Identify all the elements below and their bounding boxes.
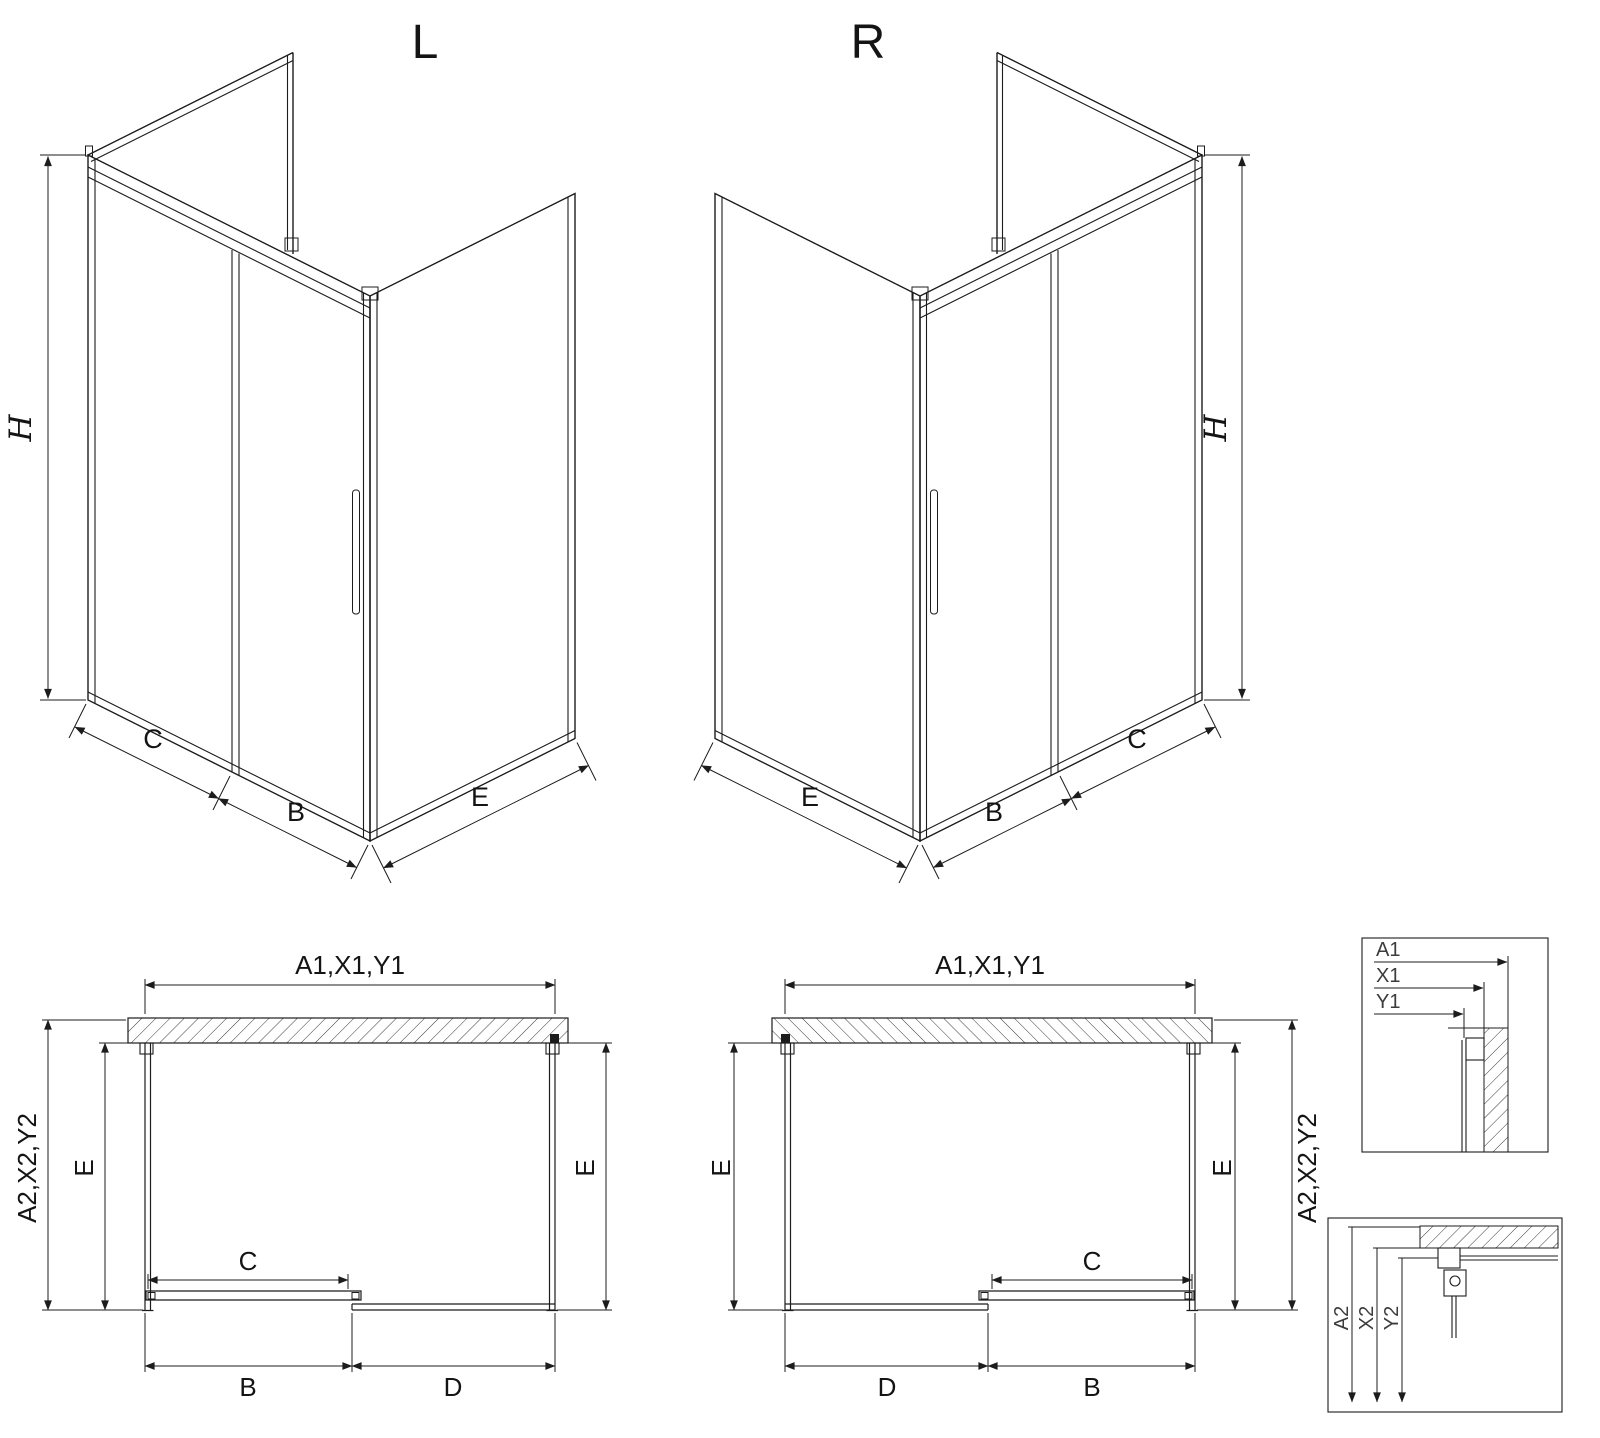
plan-right-e-right-label: E bbox=[1207, 1159, 1237, 1176]
plan-left-width-label: A1,X1,Y1 bbox=[295, 950, 405, 980]
detail-view-depth: A2 X2 Y2 bbox=[1327, 1217, 1563, 1413]
plan-left-e-left-label: E bbox=[69, 1159, 99, 1176]
plan-right-c-label: C bbox=[1083, 1246, 1102, 1276]
plan-view-right: A1,X1,Y1 A2,X2,Y2 E E C B D bbox=[706, 950, 1322, 1402]
variant-label-right: R bbox=[851, 16, 886, 69]
plan-right-e-left-label: E bbox=[706, 1159, 736, 1176]
dim-label-e-right: E bbox=[801, 782, 819, 812]
detail-depth-frame bbox=[1327, 1217, 1563, 1413]
plan-left-b-label: B bbox=[239, 1372, 256, 1402]
detail-width-frame bbox=[1361, 937, 1549, 1153]
iso-left-linework bbox=[40, 53, 596, 884]
plan-view-left: A1,X1,Y1 A2,X2,Y2 E E C B D bbox=[12, 950, 612, 1402]
plan-left-d-label: D bbox=[444, 1372, 463, 1402]
iso-view-right: R H C B E bbox=[694, 16, 1250, 883]
dim-label-b-right: B bbox=[985, 797, 1003, 827]
plan-right-b-label: B bbox=[1083, 1372, 1100, 1402]
dim-label-c-left: C bbox=[143, 724, 163, 754]
dim-label-height-right: H bbox=[1198, 414, 1234, 443]
plan-left-linework bbox=[42, 979, 612, 1372]
door-roller-icon bbox=[1449, 1275, 1461, 1287]
plan-right-depth-label: A2,X2,Y2 bbox=[1292, 1113, 1322, 1223]
plan-left-depth-label: A2,X2,Y2 bbox=[12, 1113, 42, 1223]
plan-right-d-label: D bbox=[878, 1372, 897, 1402]
variant-label-left: L bbox=[412, 16, 439, 69]
dim-label-e-left: E bbox=[471, 782, 489, 812]
detail-y1-label: Y1 bbox=[1376, 991, 1400, 1013]
detail-y2-label: Y2 bbox=[1381, 1306, 1403, 1330]
detail-view-width: A1 X1 Y1 bbox=[1361, 937, 1549, 1153]
dim-label-c-right: C bbox=[1127, 724, 1147, 754]
plan-right-width-label: A1,X1,Y1 bbox=[935, 950, 1045, 980]
detail-a1-label: A1 bbox=[1376, 939, 1400, 961]
detail-width-wall-hatch bbox=[1483, 1027, 1509, 1153]
detail-x1-label: X1 bbox=[1376, 965, 1400, 987]
detail-depth-wall-hatch bbox=[1419, 1225, 1559, 1249]
iso-right-linework bbox=[694, 53, 1250, 884]
dim-label-b-left: B bbox=[287, 797, 305, 827]
dim-label-height-left: H bbox=[3, 414, 39, 443]
iso-view-left: L H C B E bbox=[3, 16, 596, 883]
detail-a2-label: A2 bbox=[1331, 1306, 1353, 1330]
plan-left-c-label: C bbox=[239, 1246, 258, 1276]
detail-x2-label: X2 bbox=[1356, 1306, 1378, 1330]
plan-left-e-right-label: E bbox=[570, 1159, 600, 1176]
